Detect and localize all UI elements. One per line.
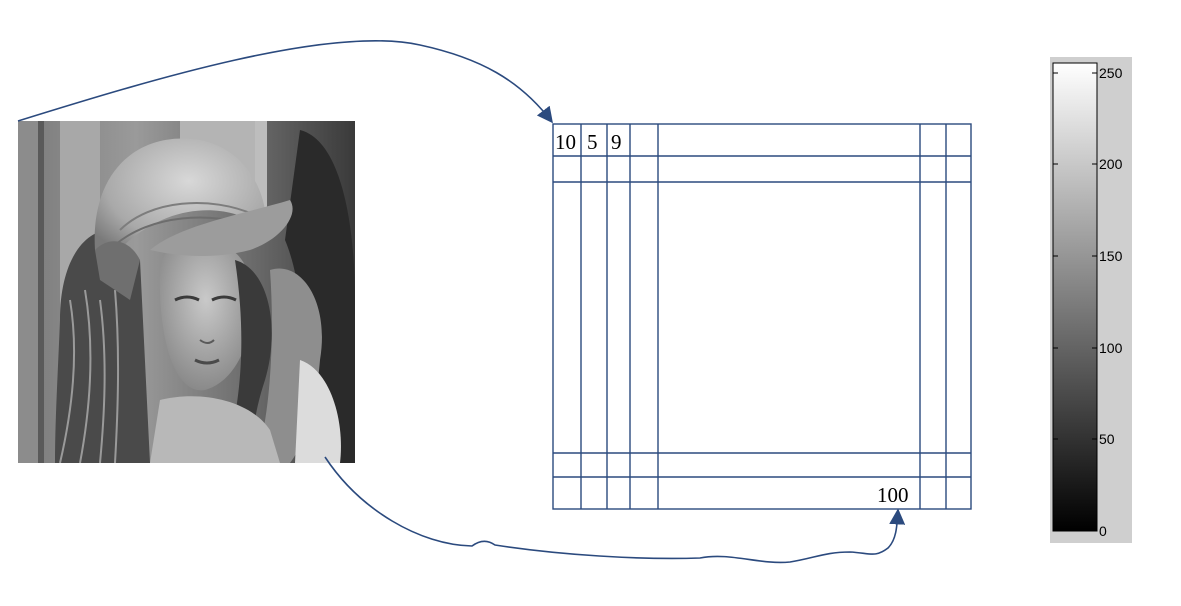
matrix-frame <box>552 123 972 510</box>
cell-value-2: 5 <box>587 130 598 154</box>
colorbar-tick-250: 250 <box>1099 65 1123 81</box>
bottom-arrow <box>324 456 906 564</box>
top-arrow <box>17 39 553 124</box>
colorbar-tick-150: 150 <box>1099 248 1123 264</box>
colorbar: 250 200 150 100 50 0 <box>1050 57 1132 543</box>
cell-value-3: 9 <box>611 130 622 154</box>
colorbar-tick-0: 0 <box>1099 523 1107 539</box>
colorbar-tick-100: 100 <box>1099 340 1123 356</box>
colorbar-tick-200: 200 <box>1099 156 1123 172</box>
colorbar-tick-50: 50 <box>1099 431 1115 447</box>
portrait-photo <box>18 121 355 463</box>
cell-value-1: 10 <box>555 130 576 154</box>
cell-value-last: 100 <box>877 483 909 507</box>
matrix-grid <box>552 123 972 510</box>
colorbar-gradient <box>1052 62 1098 532</box>
